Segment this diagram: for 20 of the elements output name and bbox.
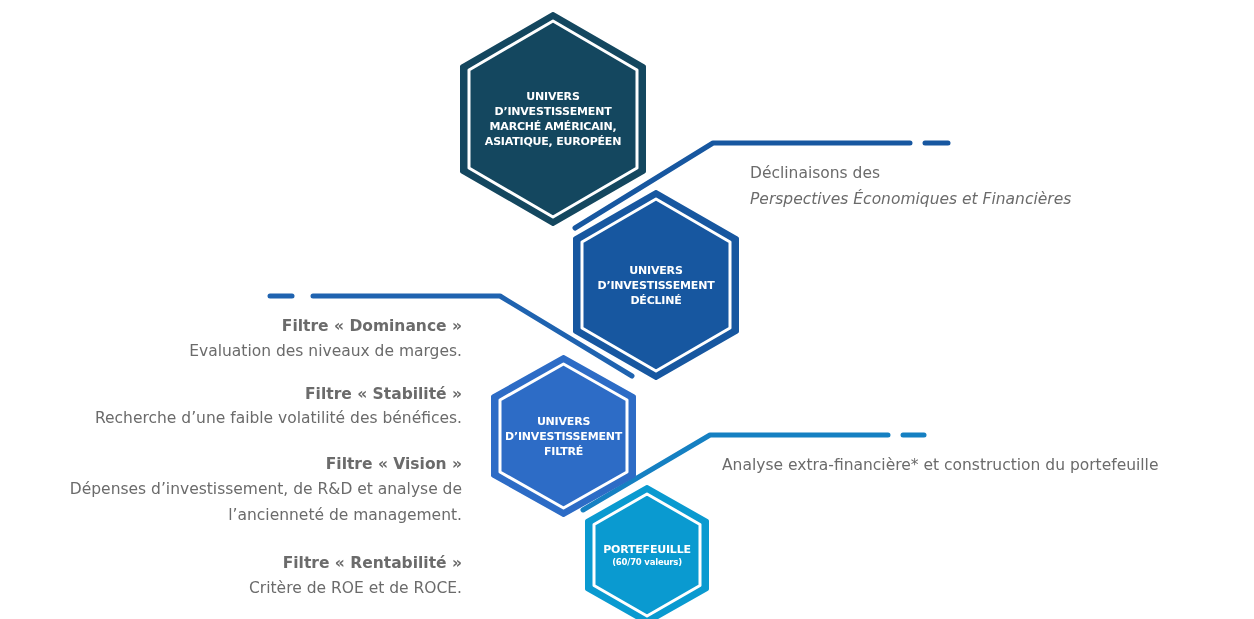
- filter-heading: Filtre « Stabilité »: [305, 384, 462, 405]
- hexagon-label: UNIVERS D’INVESTISSEMENT FILTRÉ: [505, 413, 622, 459]
- filter-heading: Filtre « Rentabilité »: [282, 553, 462, 574]
- hexagon: [460, 12, 646, 226]
- hexagon: [491, 355, 636, 517]
- description-text: Recherche d’une faible volatilité des bénéfices.: [95, 408, 462, 429]
- description-text: Déclinaisons des: [750, 163, 881, 184]
- description-text: Perspectives Économiques et Financières: [750, 188, 1072, 210]
- hexagon: [585, 485, 709, 619]
- description-text: Critère de ROE et de ROCE.: [249, 578, 462, 599]
- hexagon-label: UNIVERS D’INVESTISSEMENT MARCHÉ AMÉRICAIN, ASIATIQUE, EUROPÉEN: [483, 89, 623, 149]
- filter-heading: Filtre « Vision »: [325, 454, 462, 475]
- hexagon-label: PORTEFEUILLE: [603, 542, 691, 557]
- hexagon-label: UNIVERS D’INVESTISSEMENT DÉCLINÉ: [596, 262, 716, 308]
- hexagon: [573, 190, 739, 380]
- description-text: Dépenses d’investissement, de R&D et analyse de l’ancienneté de management.: [68, 479, 462, 526]
- hexagon-label: (60/70 valeurs): [612, 557, 682, 568]
- description-text: Evaluation des niveaux de marges.: [189, 341, 462, 362]
- filter-heading: Filtre « Dominance »: [281, 316, 462, 337]
- description-text: Analyse extra-financière* et construction du portefeuille: [722, 455, 1159, 476]
